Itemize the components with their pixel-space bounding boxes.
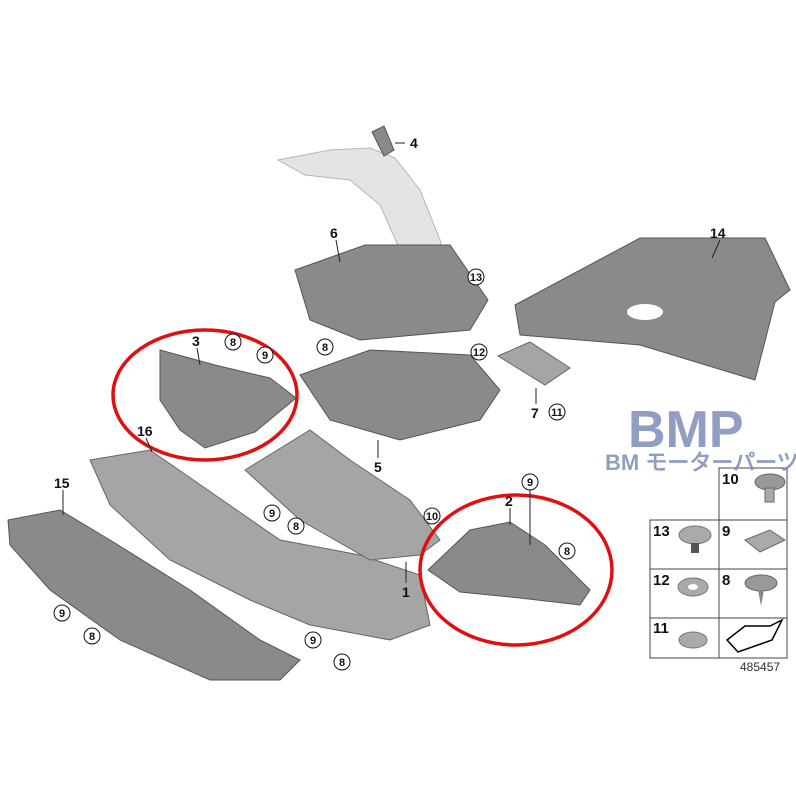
callout-8: 8: [224, 333, 242, 351]
label-part-3: 3: [192, 333, 200, 349]
screw-8-icon: [744, 574, 778, 592]
callout-8: 8: [83, 627, 101, 645]
callout-8: 8: [558, 542, 576, 560]
callout-11: 11: [548, 403, 566, 421]
callout-8: 8: [316, 338, 334, 356]
svg-text:10: 10: [426, 511, 438, 523]
circled-labels: 13 8 12 8 9 11 9 10 9 8 8 9 8 9 8: [53, 268, 576, 671]
svg-text:11: 11: [551, 407, 563, 419]
leader-lines: [62, 142, 721, 583]
svg-text:8: 8: [89, 631, 95, 643]
label-part-7: 7: [531, 405, 539, 421]
part-7-plate: [496, 341, 571, 386]
label-part-1: 1: [402, 584, 410, 600]
part-1-frame: [244, 429, 441, 561]
part-4-bracket: [371, 125, 395, 157]
label-part-5: 5: [374, 459, 382, 475]
part-6-plate: [294, 244, 489, 341]
legend-9: 9: [722, 523, 730, 540]
label-part-6: 6: [330, 225, 338, 241]
part-3-cover: [159, 349, 297, 449]
watermark-subtitle: BM モーターパーツ: [605, 450, 796, 475]
svg-text:9: 9: [310, 635, 316, 647]
callout-8: 8: [333, 653, 351, 671]
legend-8: 8: [722, 572, 730, 589]
label-part-15: 15: [54, 475, 70, 491]
fastener-legend: 10 13 9 12 8 11 485457: [649, 467, 788, 674]
svg-text:8: 8: [322, 342, 328, 354]
svg-text:9: 9: [262, 350, 268, 362]
callout-8: 8: [287, 517, 305, 535]
label-part-14: 14: [710, 225, 726, 241]
panel-hole: [627, 304, 663, 320]
svg-text:9: 9: [59, 608, 65, 620]
callout-9: 9: [263, 504, 281, 522]
callout-12: 12: [470, 343, 488, 361]
svg-text:9: 9: [527, 477, 533, 489]
label-part-4: 4: [410, 135, 418, 151]
svg-text:8: 8: [564, 546, 570, 558]
document-number: 485457: [740, 660, 780, 674]
svg-text:13: 13: [470, 272, 482, 284]
callout-9: 9: [521, 473, 539, 491]
watermark-title: BMP: [628, 401, 744, 459]
label-part-16: 16: [137, 423, 153, 439]
legend-10: 10: [722, 471, 739, 488]
legend-11: 11: [653, 620, 669, 637]
highlight-ring-left: [111, 328, 299, 462]
part-16-frame: [89, 449, 431, 641]
highlight-ring-right: [418, 493, 614, 647]
svg-text:8: 8: [230, 337, 236, 349]
svg-text:9: 9: [269, 508, 275, 520]
rivet-13-icon: [678, 525, 712, 545]
nut-9-icon: [744, 529, 787, 553]
callout-9: 9: [256, 346, 274, 364]
svg-text:8: 8: [293, 521, 299, 533]
callout-9: 9: [304, 631, 322, 649]
plug-11-icon: [678, 631, 708, 649]
callout-13: 13: [467, 268, 485, 286]
svg-text:12: 12: [473, 347, 485, 359]
legend-12: 12: [653, 572, 670, 589]
direction-arrow-icon: [725, 618, 784, 653]
part-5-plate: [299, 349, 501, 441]
legend-13: 13: [653, 523, 670, 540]
callout-10: 10: [423, 507, 441, 525]
part-2-cover: [427, 521, 591, 606]
label-part-2: 2: [505, 493, 513, 509]
part-15-cover: [7, 509, 301, 681]
callout-9: 9: [53, 604, 71, 622]
svg-text:8: 8: [339, 657, 345, 669]
